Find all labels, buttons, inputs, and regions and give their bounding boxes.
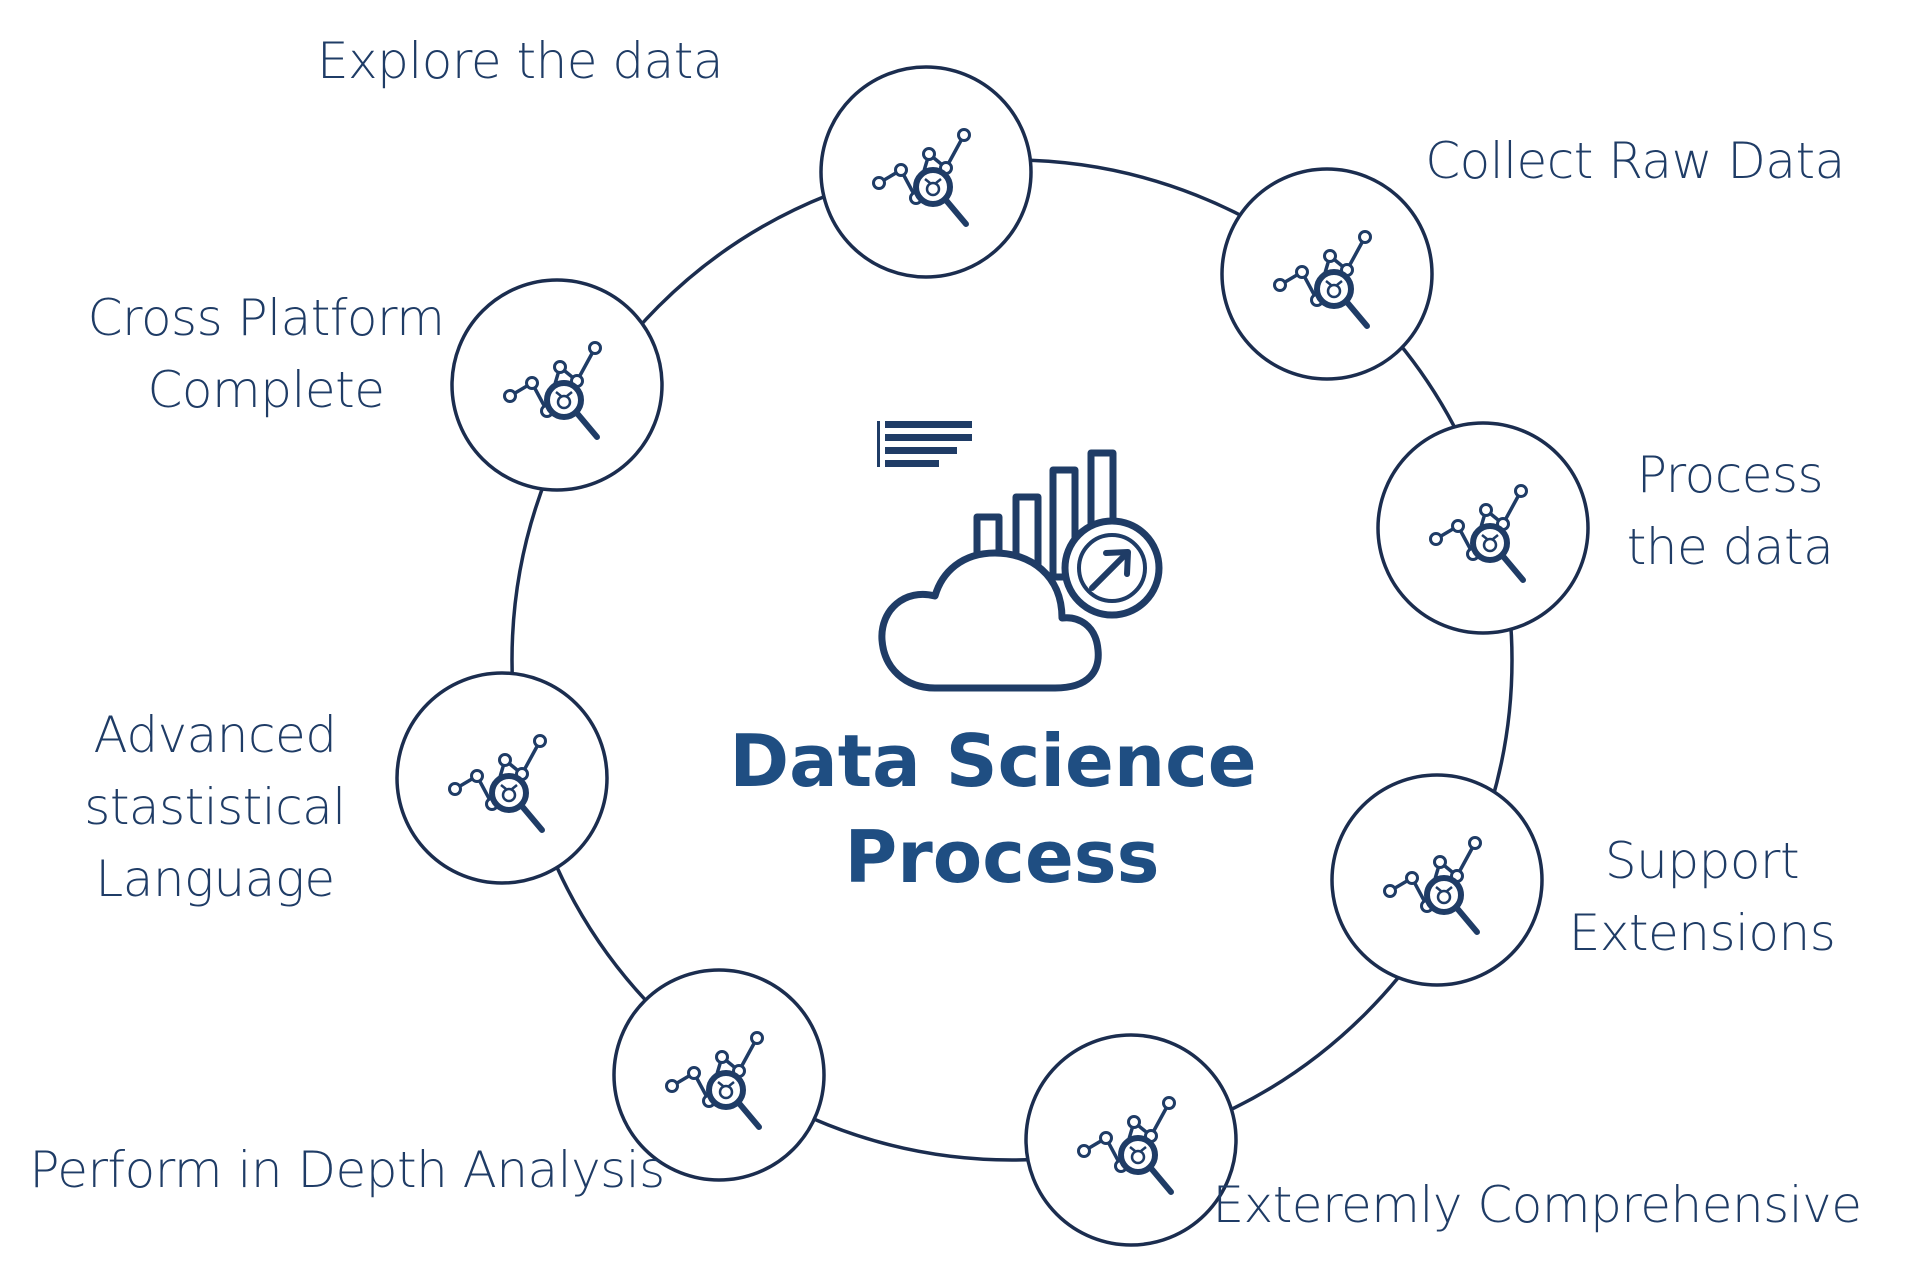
step-node-process [1376,421,1590,635]
process-steps [395,65,1590,1247]
step-label-process: Process the data [1627,446,1834,576]
step-label-analysis: Perform in Depth Analysis [29,1141,664,1199]
step-label-line: the data [1627,518,1834,576]
step-label-collect: Collect Raw Data [1425,132,1845,190]
step-label-line: Support [1605,832,1799,890]
step-node-cross [450,278,664,492]
cloud-analytics-icon [877,421,1163,692]
step-node-language [395,671,609,885]
center-title-line2: Process [845,815,1160,899]
list-icon [877,421,972,467]
step-label-line: Extensions [1569,904,1836,962]
step-label-line: Process [1637,446,1823,504]
step-node-comprehensive [1024,1033,1238,1247]
step-label-line: Language [95,850,334,908]
step-node-support [1330,773,1544,987]
step-label-line: stastistical [84,778,345,836]
step-label-line: Complete [148,361,385,419]
step-label-line: Perform in Depth Analysis [29,1141,664,1199]
step-node-collect [1220,167,1434,381]
step-label-line: Explore the data [317,32,723,90]
step-label-line: Cross Platform [88,289,445,347]
step-label-explore: Explore the data [317,32,723,90]
step-label-line: Advanced [94,706,337,764]
step-label-comprehensive: Exteremly Comprehensive [1213,1176,1862,1234]
step-node-analysis [612,968,826,1182]
center-title-line1: Data Science [729,719,1256,803]
step-label-line: Exteremly Comprehensive [1213,1176,1862,1234]
step-label-line: Collect Raw Data [1425,132,1845,190]
step-node-explore [819,65,1033,279]
